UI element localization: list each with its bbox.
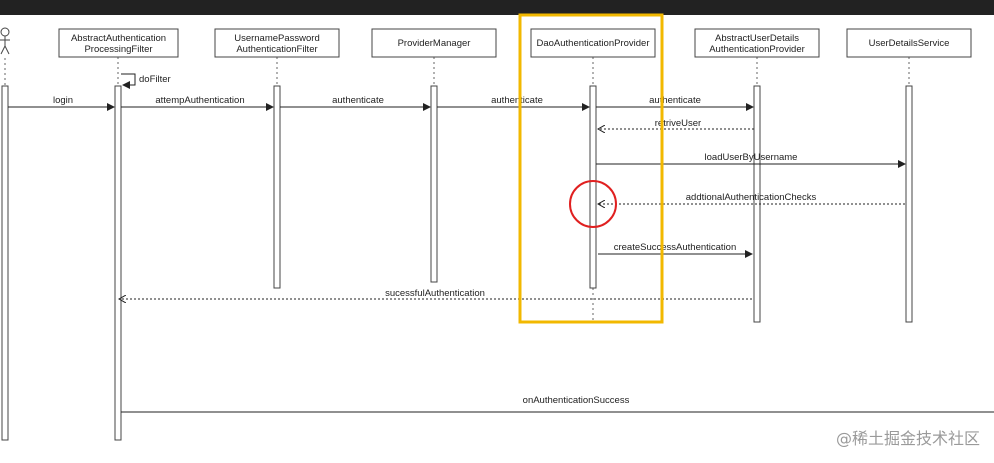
watermark: @稀土掘金技术社区: [835, 429, 980, 448]
message-authenticate-2-label: authenticate: [491, 95, 543, 106]
message-authenticate-3-label: authenticate: [649, 95, 701, 106]
highlight-box: [518, 13, 664, 324]
participant-abstract-auth-filter: [58, 28, 179, 58]
activation-actor: [1, 85, 9, 441]
participant-label-dao-provider: DaoAuthenticationProvider: [536, 38, 649, 49]
message-create-success-label: createSuccessAuthentication: [614, 242, 737, 253]
participant-label-abstract-auth-filter-2: ProcessingFilter: [84, 44, 152, 55]
activation-user-details-service: [905, 85, 913, 323]
actor-figure: [0, 27, 10, 55]
participant-provider-manager: [371, 28, 497, 58]
top-bar: [0, 0, 994, 15]
activation-abstract-auth-filter: [114, 85, 122, 441]
message-load-user-label: loadUserByUsername: [705, 152, 798, 163]
message-attemp-label: attempAuthentication: [155, 95, 244, 106]
participant-label-abstract-user-details-provider-1: AbstractUserDetails: [715, 33, 799, 44]
message-dofilter-arrow: [121, 73, 136, 89]
participant-label-abstract-auth-filter-1: AbstractAuthentication: [71, 33, 166, 44]
participant-label-provider-manager: ProviderManager: [398, 38, 471, 49]
activation-dao-provider: [589, 85, 597, 289]
highlight-circle: [569, 180, 617, 228]
participant-abstract-user-details-provider: [694, 28, 820, 58]
message-authenticate-1-label: authenticate: [332, 95, 384, 106]
participant-label-username-password-filter-2: AuthenticationFilter: [236, 44, 317, 55]
participant-label-user-details-service: UserDetailsService: [869, 38, 950, 49]
participant-label-abstract-user-details-provider-2: AuthenticationProvider: [709, 44, 805, 55]
message-retrive-user-label: retriveUser: [655, 118, 701, 129]
message-on-auth-success-label: onAuthenticationSuccess: [523, 395, 630, 406]
message-login-label: login: [53, 95, 73, 106]
message-successful-auth-label: sucessfulAuthentication: [385, 288, 485, 299]
participant-username-password-filter: [214, 28, 340, 58]
message-dofilter-label: doFilter: [139, 74, 171, 85]
participant-label-username-password-filter-1: UsernamePassword: [234, 33, 320, 44]
activation-username-password-filter: [273, 85, 281, 289]
participant-user-details-service: [846, 28, 972, 58]
activation-provider-manager: [430, 85, 438, 283]
message-additional-checks-label: addtionalAuthenticationChecks: [686, 192, 817, 203]
participant-dao-provider: [530, 28, 656, 58]
